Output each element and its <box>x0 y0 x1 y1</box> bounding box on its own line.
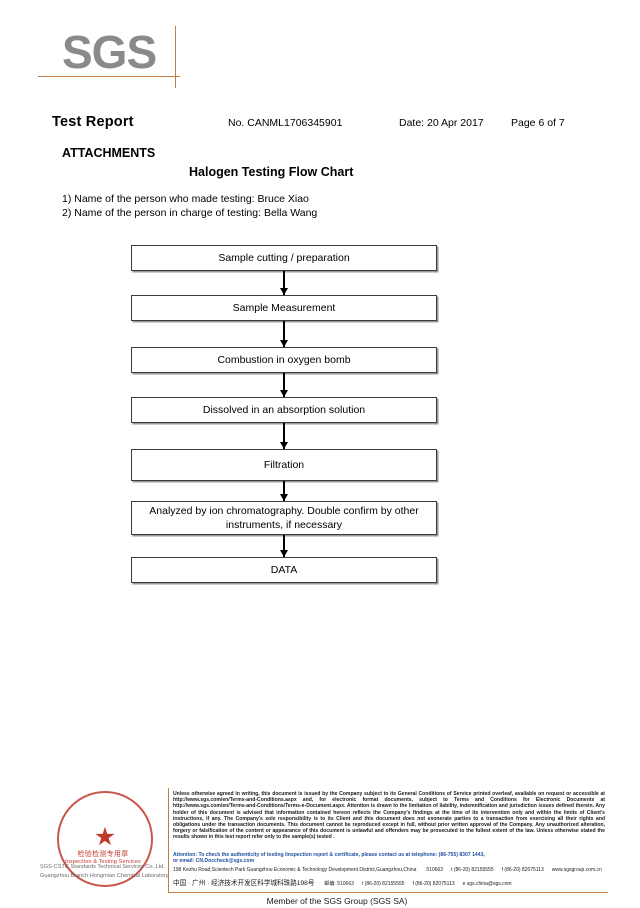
flow-step-label: Dissolved in an absorption solution <box>202 404 366 416</box>
report-date: Date: 20 Apr 2017 <box>399 117 484 129</box>
arrow-head-icon <box>280 494 288 501</box>
page-number: Page 6 of 7 <box>511 117 565 129</box>
arrow-shaft <box>283 535 285 557</box>
report-number: No. CANML1706345901 <box>228 117 343 129</box>
flow-step-label: Filtration <box>263 459 305 471</box>
flow-arrow <box>131 321 437 347</box>
sgs-logo: SGS <box>0 0 640 100</box>
arrow-shaft <box>283 271 285 295</box>
arrow-head-icon <box>280 340 288 347</box>
address-cn-tel: t (86-20) 82155555 <box>361 881 405 887</box>
footer-vertical-divider <box>168 788 169 893</box>
flow-arrow <box>131 535 437 557</box>
address-en-postcode: 510663 <box>426 867 444 873</box>
attention-line-2[interactable]: or email: CN.Doccheck@sgs.com <box>173 858 255 865</box>
stamp-chinese-text: 检验检测专用章 <box>77 851 129 858</box>
sgs-wordmark: SGS <box>62 26 157 78</box>
address-chinese: 中国 · 广州 · 经济技术开发区科学城科珠路198号 邮编: 510663 t (… <box>173 877 608 887</box>
stamp-english-text: Inspection & Testing Services <box>65 859 141 865</box>
stamp-circle-border <box>57 791 153 887</box>
flow-step-label: Combustion in oxygen bomb <box>217 354 351 366</box>
flow-chart-title: Halogen Testing Flow Chart <box>189 165 354 179</box>
arrow-head-icon <box>280 288 288 295</box>
arrow-head-icon <box>280 390 288 397</box>
address-cn-street: 中国 · 广州 · 经济技术开发区科学城科珠路198号 <box>173 880 315 887</box>
arrow-shaft <box>283 423 285 449</box>
flow-arrow <box>131 373 437 397</box>
attention-notice: Attention: To check the authenticity of … <box>173 852 605 865</box>
flow-step-label: DATA <box>270 564 298 576</box>
address-en-fax: f (86-20) 82075113 <box>501 867 544 873</box>
star-icon: ★ <box>93 823 117 851</box>
logo-vertical-rule <box>175 26 176 88</box>
address-cn-email[interactable]: e sgs.china@sgs.com <box>462 881 512 887</box>
flow-step-box: Sample Measurement <box>131 295 437 321</box>
flow-step-box: Filtration <box>131 449 437 481</box>
address-cn-postcode: 邮编: 510663 <box>324 881 354 887</box>
footer-horizontal-divider <box>168 892 608 893</box>
sgs-group-member-line: Member of the SGS Group (SGS SA) <box>266 896 408 906</box>
flow-step-box: Analyzed by ion chromatography. Double c… <box>131 501 437 535</box>
flow-step-label: Analyzed by ion chromatography. Double c… <box>149 505 419 531</box>
flow-arrow <box>131 481 437 501</box>
flow-step-box: Combustion in oxygen bomb <box>131 347 437 373</box>
note-item: 2) Name of the person in charge of testi… <box>62 207 318 219</box>
page-title: Test Report <box>52 114 134 130</box>
company-name: SGS-CSTC Standards Technical Services Co… <box>40 864 165 870</box>
address-en-street: 198 Kezhu Road,Scientech Park Guangzhou … <box>173 867 417 873</box>
logo-horizontal-rule <box>38 76 180 77</box>
flow-step-label: Sample cutting / preparation <box>218 252 350 264</box>
arrow-head-icon <box>280 442 288 449</box>
flow-arrow <box>131 423 437 449</box>
flow-step-box: DATA <box>131 557 437 583</box>
arrow-head-icon <box>280 550 288 557</box>
arrow-shaft <box>283 481 285 501</box>
flow-step-label: Sample Measurement <box>232 302 336 314</box>
address-en-website[interactable]: www.sgsgroup.com.cn <box>551 867 602 873</box>
company-branch: Guangzhou Branch Hongmian Chemical Labor… <box>40 873 169 879</box>
tester-notes: 1) Name of the person who made testing: … <box>62 192 317 220</box>
attachments-heading: ATTACHMENTS <box>62 146 156 160</box>
address-cn-fax: f (86-20) 82075113 <box>412 881 455 887</box>
arrow-shaft <box>283 373 285 397</box>
report-header: Test Report No. CANML1706345901 Date: 20… <box>0 114 640 136</box>
note-item: 1) Name of the person who made testing: … <box>62 193 309 205</box>
inspection-stamp: ★ 检验检测专用章 Inspection & Testing Services <box>57 791 153 887</box>
address-english: 198 Kezhu Road,Scientech Park Guangzhou … <box>173 867 608 873</box>
arrow-shaft <box>283 321 285 347</box>
flow-step-box: Dissolved in an absorption solution <box>131 397 437 423</box>
legal-disclaimer: Unless otherwise agreed in writing, this… <box>173 791 605 841</box>
flow-step-box: Sample cutting / preparation <box>131 245 437 271</box>
attention-line-1: Attention: To check the authenticity of … <box>173 852 485 858</box>
address-en-tel: t (86-20) 82155555 <box>451 867 494 873</box>
flow-arrow <box>131 271 437 295</box>
